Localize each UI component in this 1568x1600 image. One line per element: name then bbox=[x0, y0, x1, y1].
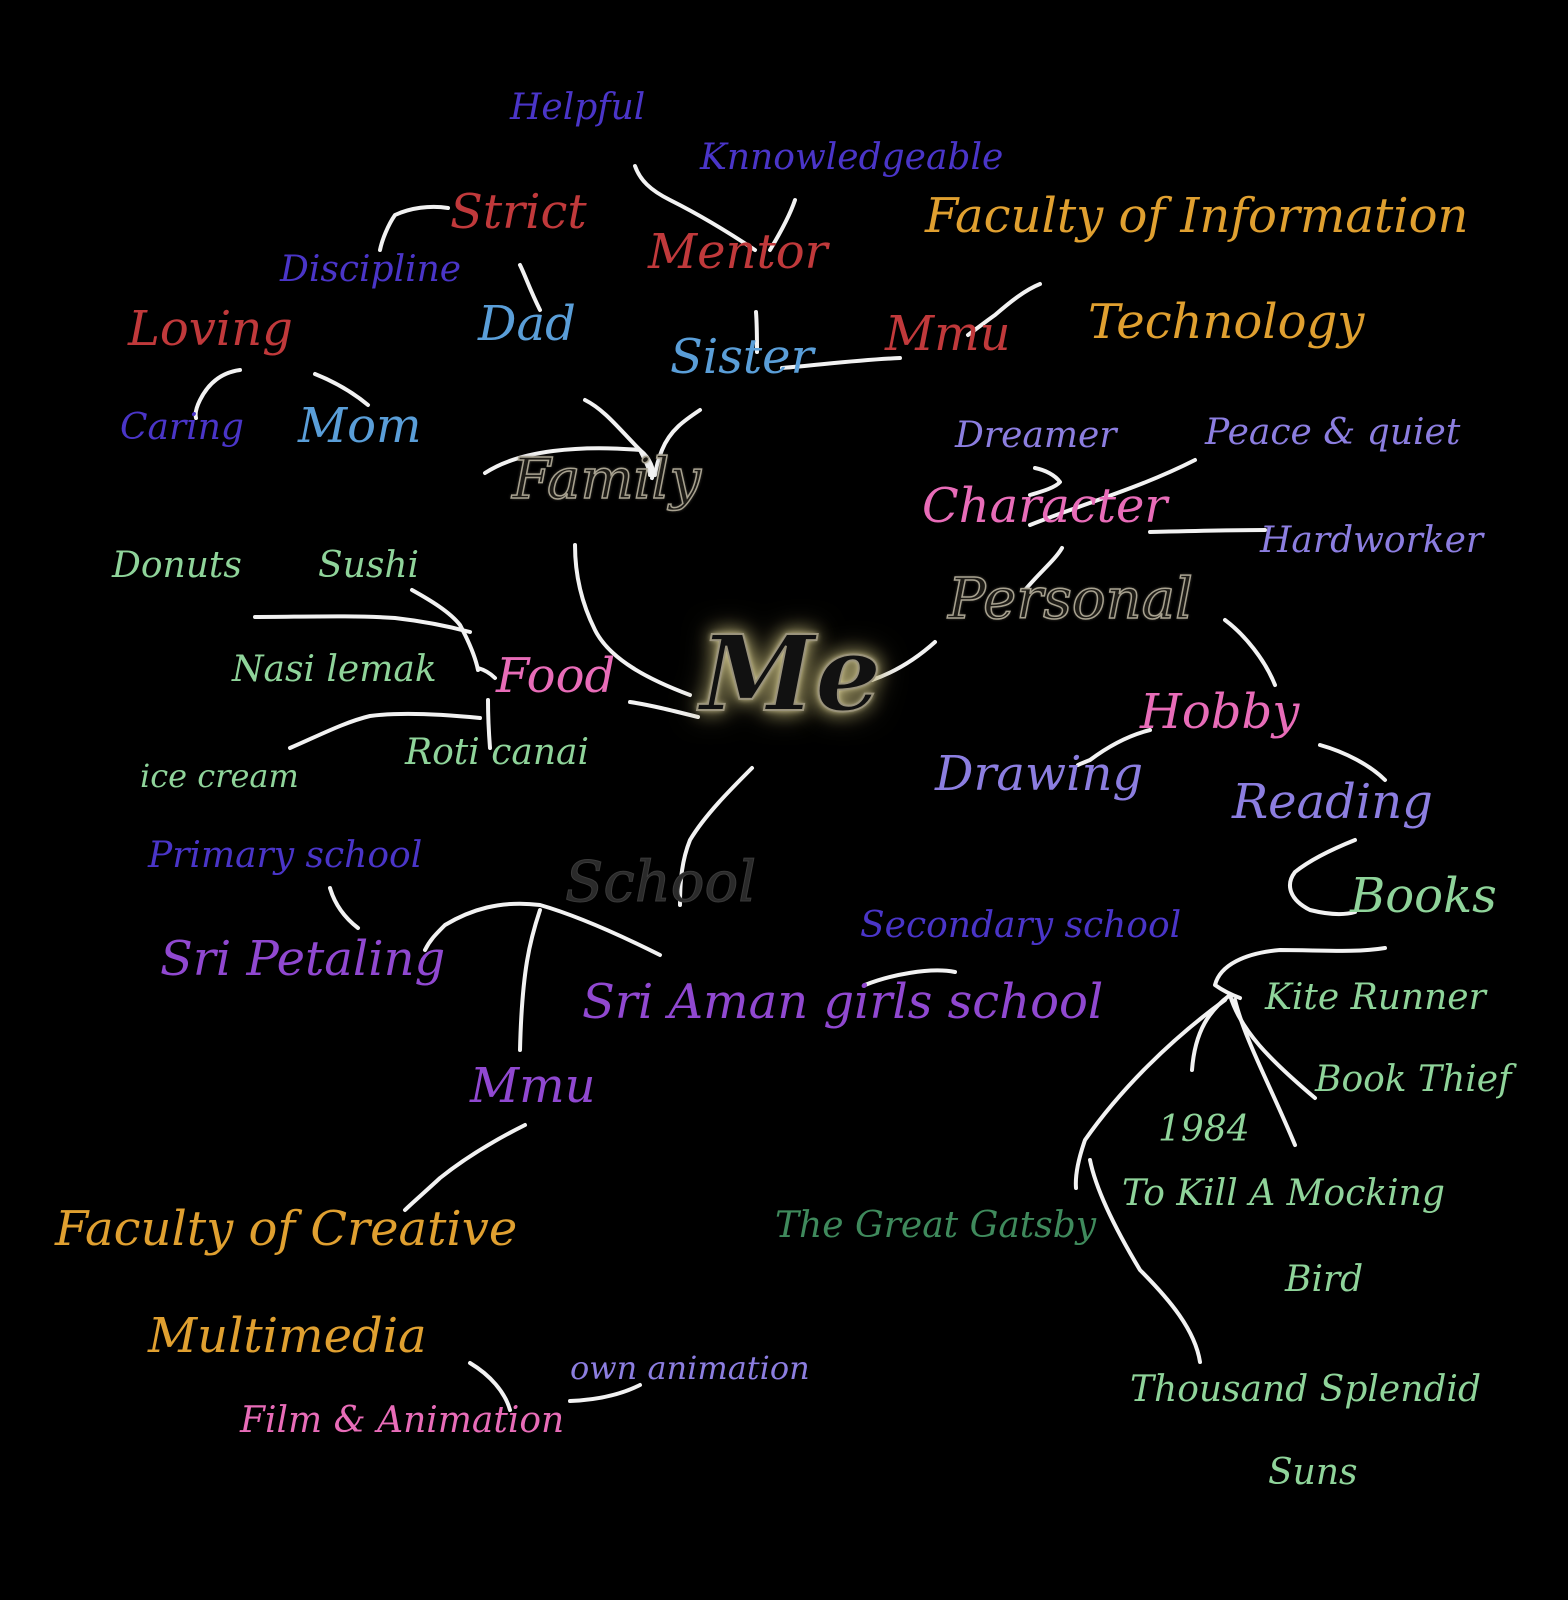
node-hobby[interactable]: Hobby bbox=[1140, 684, 1300, 740]
node-book-kite[interactable]: Kite Runner bbox=[1265, 977, 1486, 1018]
link-family-dad bbox=[583, 398, 652, 477]
link-books-kite bbox=[1213, 946, 1387, 1000]
node-fit-line1[interactable]: Faculty of Information bbox=[925, 188, 1469, 244]
link-kite-1984 bbox=[1233, 998, 1297, 1147]
link-character-hardworker bbox=[1148, 528, 1267, 534]
link-mentor-sister bbox=[754, 310, 759, 354]
node-book-suns-line2[interactable]: Suns bbox=[1268, 1452, 1358, 1493]
node-fit-line2[interactable]: Technology bbox=[1088, 294, 1365, 350]
link-mmu-fcm bbox=[403, 1123, 527, 1212]
node-primary-school[interactable]: Primary school bbox=[148, 835, 423, 876]
link-school-mmu bbox=[518, 908, 542, 1052]
link-sister-mmu bbox=[780, 356, 902, 370]
link-food-donuts bbox=[253, 614, 472, 634]
node-drawing[interactable]: Drawing bbox=[935, 746, 1144, 802]
link-family-mom bbox=[483, 446, 655, 480]
link-secondary-sriaman bbox=[863, 968, 957, 987]
branch-family[interactable]: Family bbox=[511, 447, 702, 512]
node-school-mmu[interactable]: Mmu bbox=[470, 1058, 596, 1114]
node-book-mocking-line2[interactable]: Bird bbox=[1285, 1259, 1364, 1300]
link-food-sushi bbox=[410, 588, 480, 672]
node-dreamer[interactable]: Dreamer bbox=[955, 415, 1117, 456]
link-food-roti bbox=[486, 698, 492, 750]
link-kite-thief bbox=[1228, 993, 1317, 1100]
node-nasi-lemak[interactable]: Nasi lemak bbox=[232, 649, 437, 690]
link-primary-sripetaling bbox=[328, 886, 360, 930]
node-character[interactable]: Character bbox=[922, 478, 1168, 534]
node-hardworker[interactable]: Hardworker bbox=[1260, 520, 1484, 561]
node-sri-petaling[interactable]: Sri Petaling bbox=[160, 931, 446, 987]
link-dad-strict bbox=[518, 263, 542, 312]
node-strict[interactable]: Strict bbox=[450, 184, 587, 240]
link-family-sister bbox=[653, 408, 702, 477]
link-me-family bbox=[573, 543, 692, 697]
node-loving[interactable]: Loving bbox=[128, 301, 293, 357]
link-fcm-film bbox=[468, 1361, 512, 1412]
node-secondary-school[interactable]: Secondary school bbox=[860, 905, 1182, 946]
node-dad[interactable]: Dad bbox=[478, 296, 576, 352]
node-sri-aman[interactable]: Sri Aman girls school bbox=[582, 974, 1104, 1030]
link-mmu-fit bbox=[966, 282, 1042, 337]
node-fcm-line2[interactable]: Multimedia bbox=[148, 1308, 427, 1364]
link-personal-character bbox=[1023, 546, 1064, 592]
link-food-icecream bbox=[288, 711, 482, 750]
link-me-food bbox=[628, 700, 700, 719]
node-knowledgeable[interactable]: Knnowledgeable bbox=[700, 137, 1004, 178]
link-strict-discipline bbox=[378, 204, 450, 252]
node-mom[interactable]: Mom bbox=[298, 398, 422, 454]
link-kite-mocking bbox=[1190, 993, 1232, 1072]
center-node-me[interactable]: Me bbox=[699, 612, 882, 735]
link-loving-caring bbox=[193, 368, 242, 420]
link-character-peace bbox=[1028, 458, 1197, 527]
node-book-1984[interactable]: 1984 bbox=[1158, 1109, 1250, 1150]
node-book-thief[interactable]: Book Thief bbox=[1315, 1059, 1512, 1100]
node-donuts[interactable]: Donuts bbox=[112, 545, 242, 586]
node-book-suns-line1[interactable]: Thousand Splendid bbox=[1130, 1369, 1481, 1410]
node-book-gatsby[interactable]: The Great Gatsby bbox=[775, 1205, 1097, 1246]
node-reading[interactable]: Reading bbox=[1232, 774, 1433, 830]
node-food[interactable]: Food bbox=[496, 648, 616, 704]
branch-school[interactable]: School bbox=[564, 850, 757, 915]
link-food-nasi bbox=[476, 666, 497, 680]
link-school-sripetaling bbox=[423, 901, 662, 957]
link-mentor-knowledgeable bbox=[768, 198, 797, 252]
node-discipline[interactable]: Discipline bbox=[280, 249, 462, 290]
link-reading-books bbox=[1288, 838, 1357, 917]
node-sister-mmu[interactable]: Mmu bbox=[885, 306, 1011, 362]
link-hobby-drawing bbox=[1076, 728, 1152, 767]
node-fcm-line1[interactable]: Faculty of Creative bbox=[55, 1201, 518, 1257]
node-own-animation[interactable]: own animation bbox=[570, 1349, 810, 1387]
link-character-dreamer bbox=[1028, 466, 1062, 497]
node-book-mocking-line1[interactable]: To Kill A Mocking bbox=[1122, 1173, 1445, 1214]
link-kite-gatsby bbox=[1073, 998, 1227, 1190]
link-mentor-helpful bbox=[633, 164, 757, 252]
link-hobby-reading bbox=[1318, 743, 1387, 782]
node-peace[interactable]: Peace & quiet bbox=[1205, 412, 1461, 453]
node-ice-cream[interactable]: ice cream bbox=[140, 757, 299, 795]
link-kite-suns bbox=[1088, 1158, 1202, 1364]
node-caring[interactable]: Caring bbox=[120, 407, 244, 448]
node-sister[interactable]: Sister bbox=[670, 329, 814, 385]
node-sushi[interactable]: Sushi bbox=[318, 545, 420, 586]
node-helpful[interactable]: Helpful bbox=[510, 87, 646, 128]
link-mom-loving bbox=[313, 372, 370, 407]
node-roti-canai[interactable]: Roti canai bbox=[405, 732, 589, 773]
node-mentor[interactable]: Mentor bbox=[648, 224, 828, 280]
link-me-school bbox=[678, 766, 754, 907]
branch-personal[interactable]: Personal bbox=[947, 567, 1193, 632]
link-personal-hobby bbox=[1223, 618, 1277, 687]
link-me-personal bbox=[870, 640, 937, 682]
node-film-animation[interactable]: Film & Animation bbox=[240, 1400, 565, 1441]
node-books[interactable]: Books bbox=[1350, 868, 1497, 924]
link-film-own bbox=[568, 1383, 642, 1403]
